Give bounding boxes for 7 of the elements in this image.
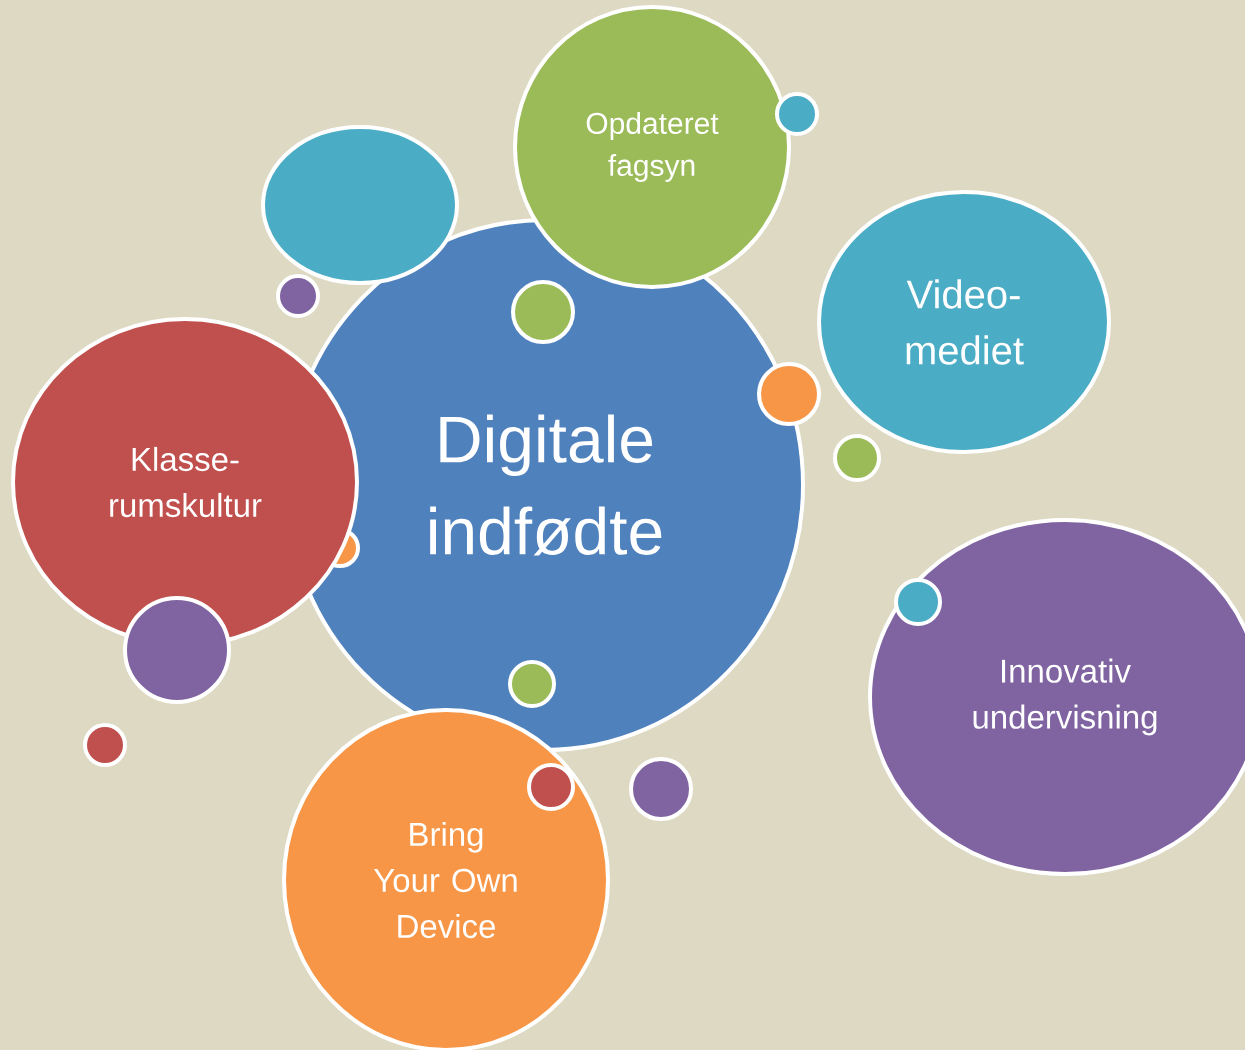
empty-bubble <box>261 125 459 285</box>
topic-bubble: Bring Your Own Device <box>282 708 610 1050</box>
topic-bubble: Video- mediet <box>817 190 1111 454</box>
empty-bubble <box>123 596 231 704</box>
topic-bubble: Opdateret fagsyn <box>513 5 791 289</box>
topic-bubble: Innovativ undervisning <box>868 518 1245 876</box>
topic-bubble: Klasse- rumskultur <box>11 317 359 647</box>
